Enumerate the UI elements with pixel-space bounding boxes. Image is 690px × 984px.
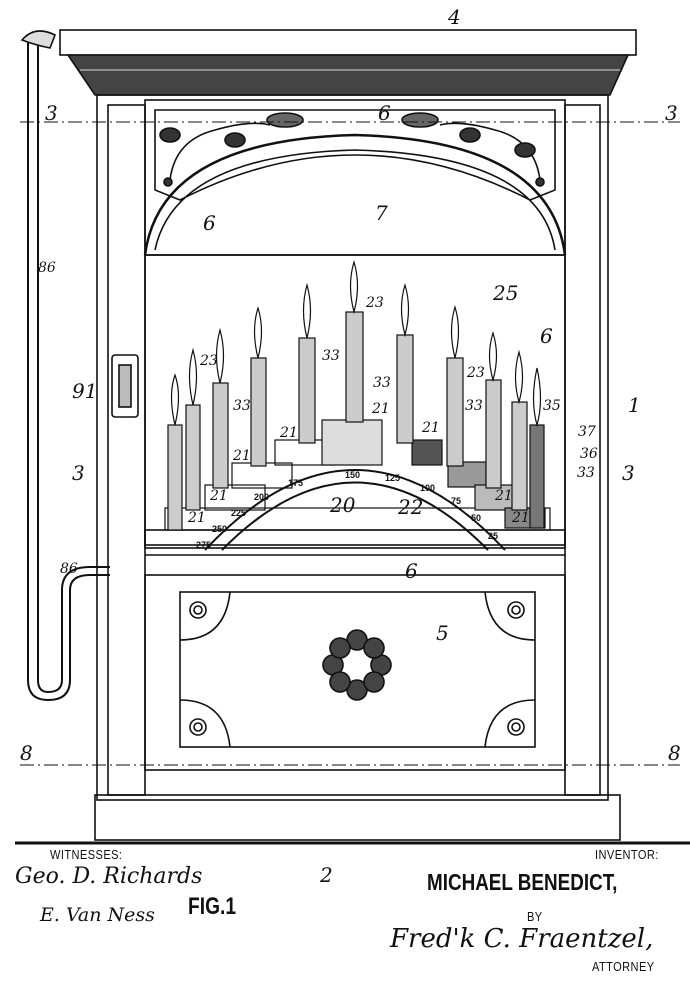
ref-33: 33: [322, 348, 340, 364]
arch-panel: [143, 99, 567, 256]
pipe-86: [20, 30, 110, 702]
ref-6: 6: [405, 559, 418, 583]
reference-numerals: 4 3 3 6 6 6 6 7 25 23 23 23 33 33 33 33 …: [20, 5, 681, 887]
ref-3: 3: [622, 461, 635, 485]
dial-arch: [204, 469, 506, 551]
ref-33: 33: [373, 375, 391, 391]
ref-36: 36: [580, 446, 598, 462]
ref-33: 33: [233, 398, 251, 414]
ref-3: 3: [665, 101, 678, 125]
base: [94, 794, 621, 841]
ref-33: 33: [465, 398, 483, 414]
ref-37: 37: [578, 424, 596, 440]
candle: [298, 282, 316, 444]
ref-3: 3: [45, 101, 58, 125]
ref-21: 21: [209, 488, 228, 504]
ref-6: 6: [203, 211, 216, 235]
ref-23: 23: [466, 365, 485, 381]
candle: [250, 306, 267, 467]
ref-2: 2: [319, 863, 333, 887]
candle-steps: [164, 419, 551, 531]
inventor-name: MICHAEL BENEDICT,: [427, 869, 618, 895]
ref-86: 86: [38, 260, 56, 276]
ref-23: 23: [199, 353, 218, 369]
ref-5: 5: [436, 621, 449, 645]
shelf: [144, 529, 566, 549]
ref-7: 7: [375, 201, 388, 225]
ref-21: 21: [421, 420, 440, 436]
rosette: [322, 629, 392, 701]
dial-number: 100: [420, 483, 435, 493]
candle: [446, 304, 464, 467]
ref-1: 1: [628, 393, 641, 417]
witness-signature-2: E. Van Ness: [40, 904, 155, 926]
dial-numbers: 275 250 225 200 175 150 125 100 75 50 25: [196, 470, 498, 550]
ref-21: 21: [511, 510, 530, 526]
ref-3: 3: [72, 461, 85, 485]
attorney-label: ATTORNEY: [592, 959, 655, 974]
ref-6: 6: [540, 324, 553, 348]
candle: [529, 367, 545, 529]
ref-8: 8: [20, 741, 33, 765]
cornice: [59, 29, 637, 96]
candle: [185, 347, 201, 511]
dial-number: 25: [488, 531, 498, 541]
ref-33: 33: [577, 465, 595, 481]
dial-number: 275: [196, 540, 211, 550]
ref-23: 23: [365, 295, 384, 311]
dial-number: 75: [451, 496, 461, 506]
dial-number: 225: [231, 508, 246, 518]
inventor-label: INVENTOR:: [595, 847, 659, 862]
candle: [485, 331, 502, 489]
ref-21: 21: [279, 425, 298, 441]
ref-22: 22: [397, 495, 423, 519]
ref-21: 21: [232, 448, 251, 464]
dial-number: 125: [385, 473, 400, 483]
dial-number: 175: [288, 478, 303, 488]
ref-20: 20: [329, 493, 356, 517]
candle: [511, 349, 528, 511]
ref-21: 21: [371, 401, 390, 417]
ref-25: 25: [492, 281, 518, 305]
candle: [396, 282, 414, 444]
dial-number: 200: [254, 492, 269, 502]
witnesses-label: WITNESSES:: [50, 847, 123, 862]
ref-35: 35: [543, 398, 561, 414]
dial-number: 150: [345, 470, 360, 480]
candles: [167, 259, 545, 531]
cabinet-body: [96, 94, 609, 801]
candle: [167, 373, 183, 531]
ref-91: 91: [72, 379, 97, 403]
candle: [345, 259, 364, 423]
ref-4: 4: [447, 5, 461, 29]
leaf-ornament: [159, 112, 545, 187]
ref-21: 21: [494, 488, 513, 504]
lower-panel: [144, 574, 566, 771]
ref-21: 21: [187, 510, 206, 526]
dial-number: 250: [212, 524, 227, 534]
figure-label: FIG.1: [188, 893, 237, 920]
candle-cavity: [144, 254, 566, 546]
dial-number: 50: [471, 513, 481, 523]
attorney-signature: Fred'k C. Fraentzel,: [390, 924, 654, 954]
candle: [212, 327, 229, 489]
ref-8: 8: [668, 741, 681, 765]
witness-signature-1: Geo. D. Richards: [15, 864, 203, 889]
window-91: [111, 354, 139, 418]
left-pillar: [107, 104, 146, 796]
by-label: BY: [527, 909, 543, 924]
ref-6: 6: [378, 101, 391, 125]
ref-86: 86: [60, 561, 78, 577]
